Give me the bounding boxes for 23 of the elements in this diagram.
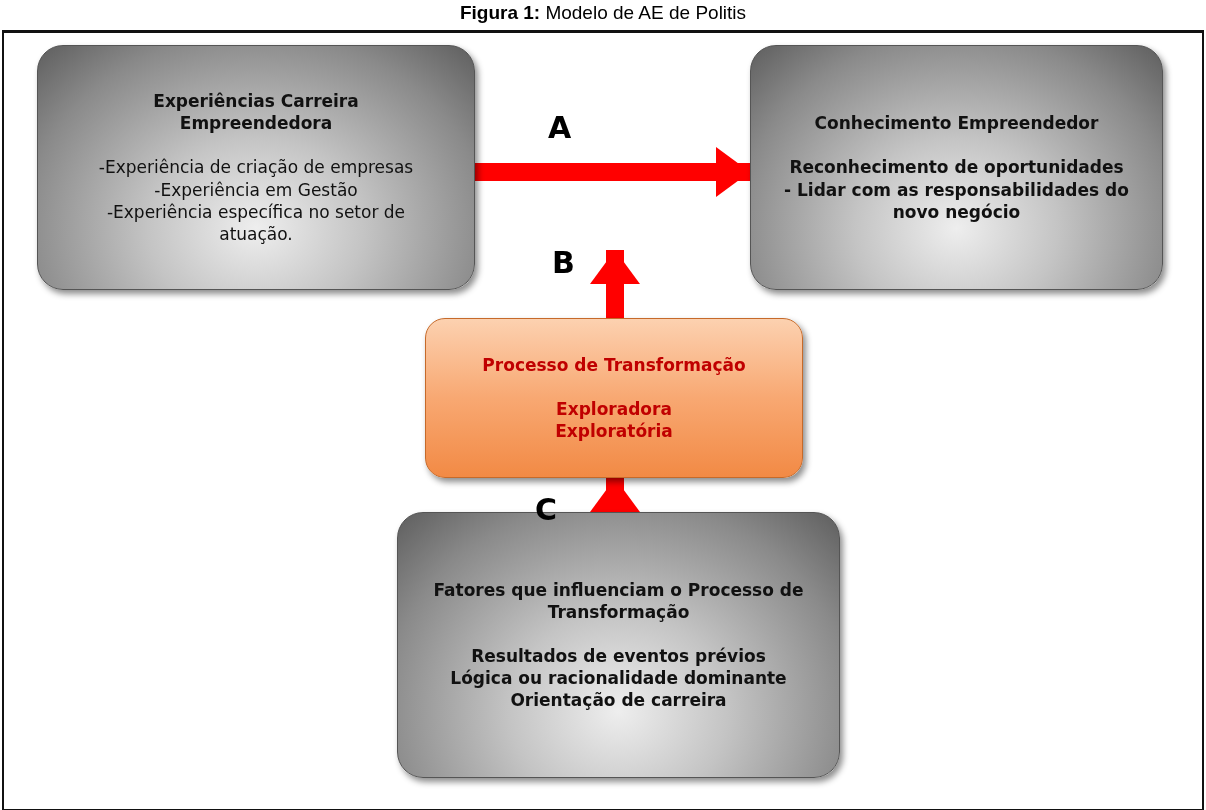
box-text: Orientação de carreira [510, 689, 727, 712]
box-text: Exploratória [555, 420, 673, 443]
edge-label: B [552, 245, 575, 280]
box-heading: Conhecimento Empreendedor [814, 112, 1099, 135]
rounded-box [750, 45, 1163, 290]
block-arrow [475, 147, 750, 197]
box-heading: Experiências Carreira Empreendedora [152, 90, 360, 135]
box-text: -Experiência de criação de empresas [98, 156, 414, 179]
block-arrow [590, 250, 640, 318]
rounded-box [37, 45, 475, 290]
edge-label: A [548, 110, 572, 145]
block-arrow [590, 478, 640, 512]
figure-title: Figura 1: Modelo de AE de Politis [458, 2, 748, 24]
box-heading: Fatores que influenciam o Processo de Transformação [432, 578, 805, 623]
box-text: -Experiência específica no setor de atuação. [105, 200, 407, 245]
box-text: Reconhecimento de oportunidades [789, 156, 1124, 179]
box-text: Resultados de eventos prévios [471, 644, 766, 668]
process-box [425, 318, 803, 478]
box-text: - Lidar com as responsabilidades do novo negócio [783, 178, 1130, 223]
box-heading: Processo de Transformação [482, 353, 746, 376]
box-text: Exploradora [556, 397, 672, 421]
box-text: -Experiência em Gestão [154, 178, 358, 201]
box-text: Lógica ou racionalidade dominante [450, 667, 787, 690]
